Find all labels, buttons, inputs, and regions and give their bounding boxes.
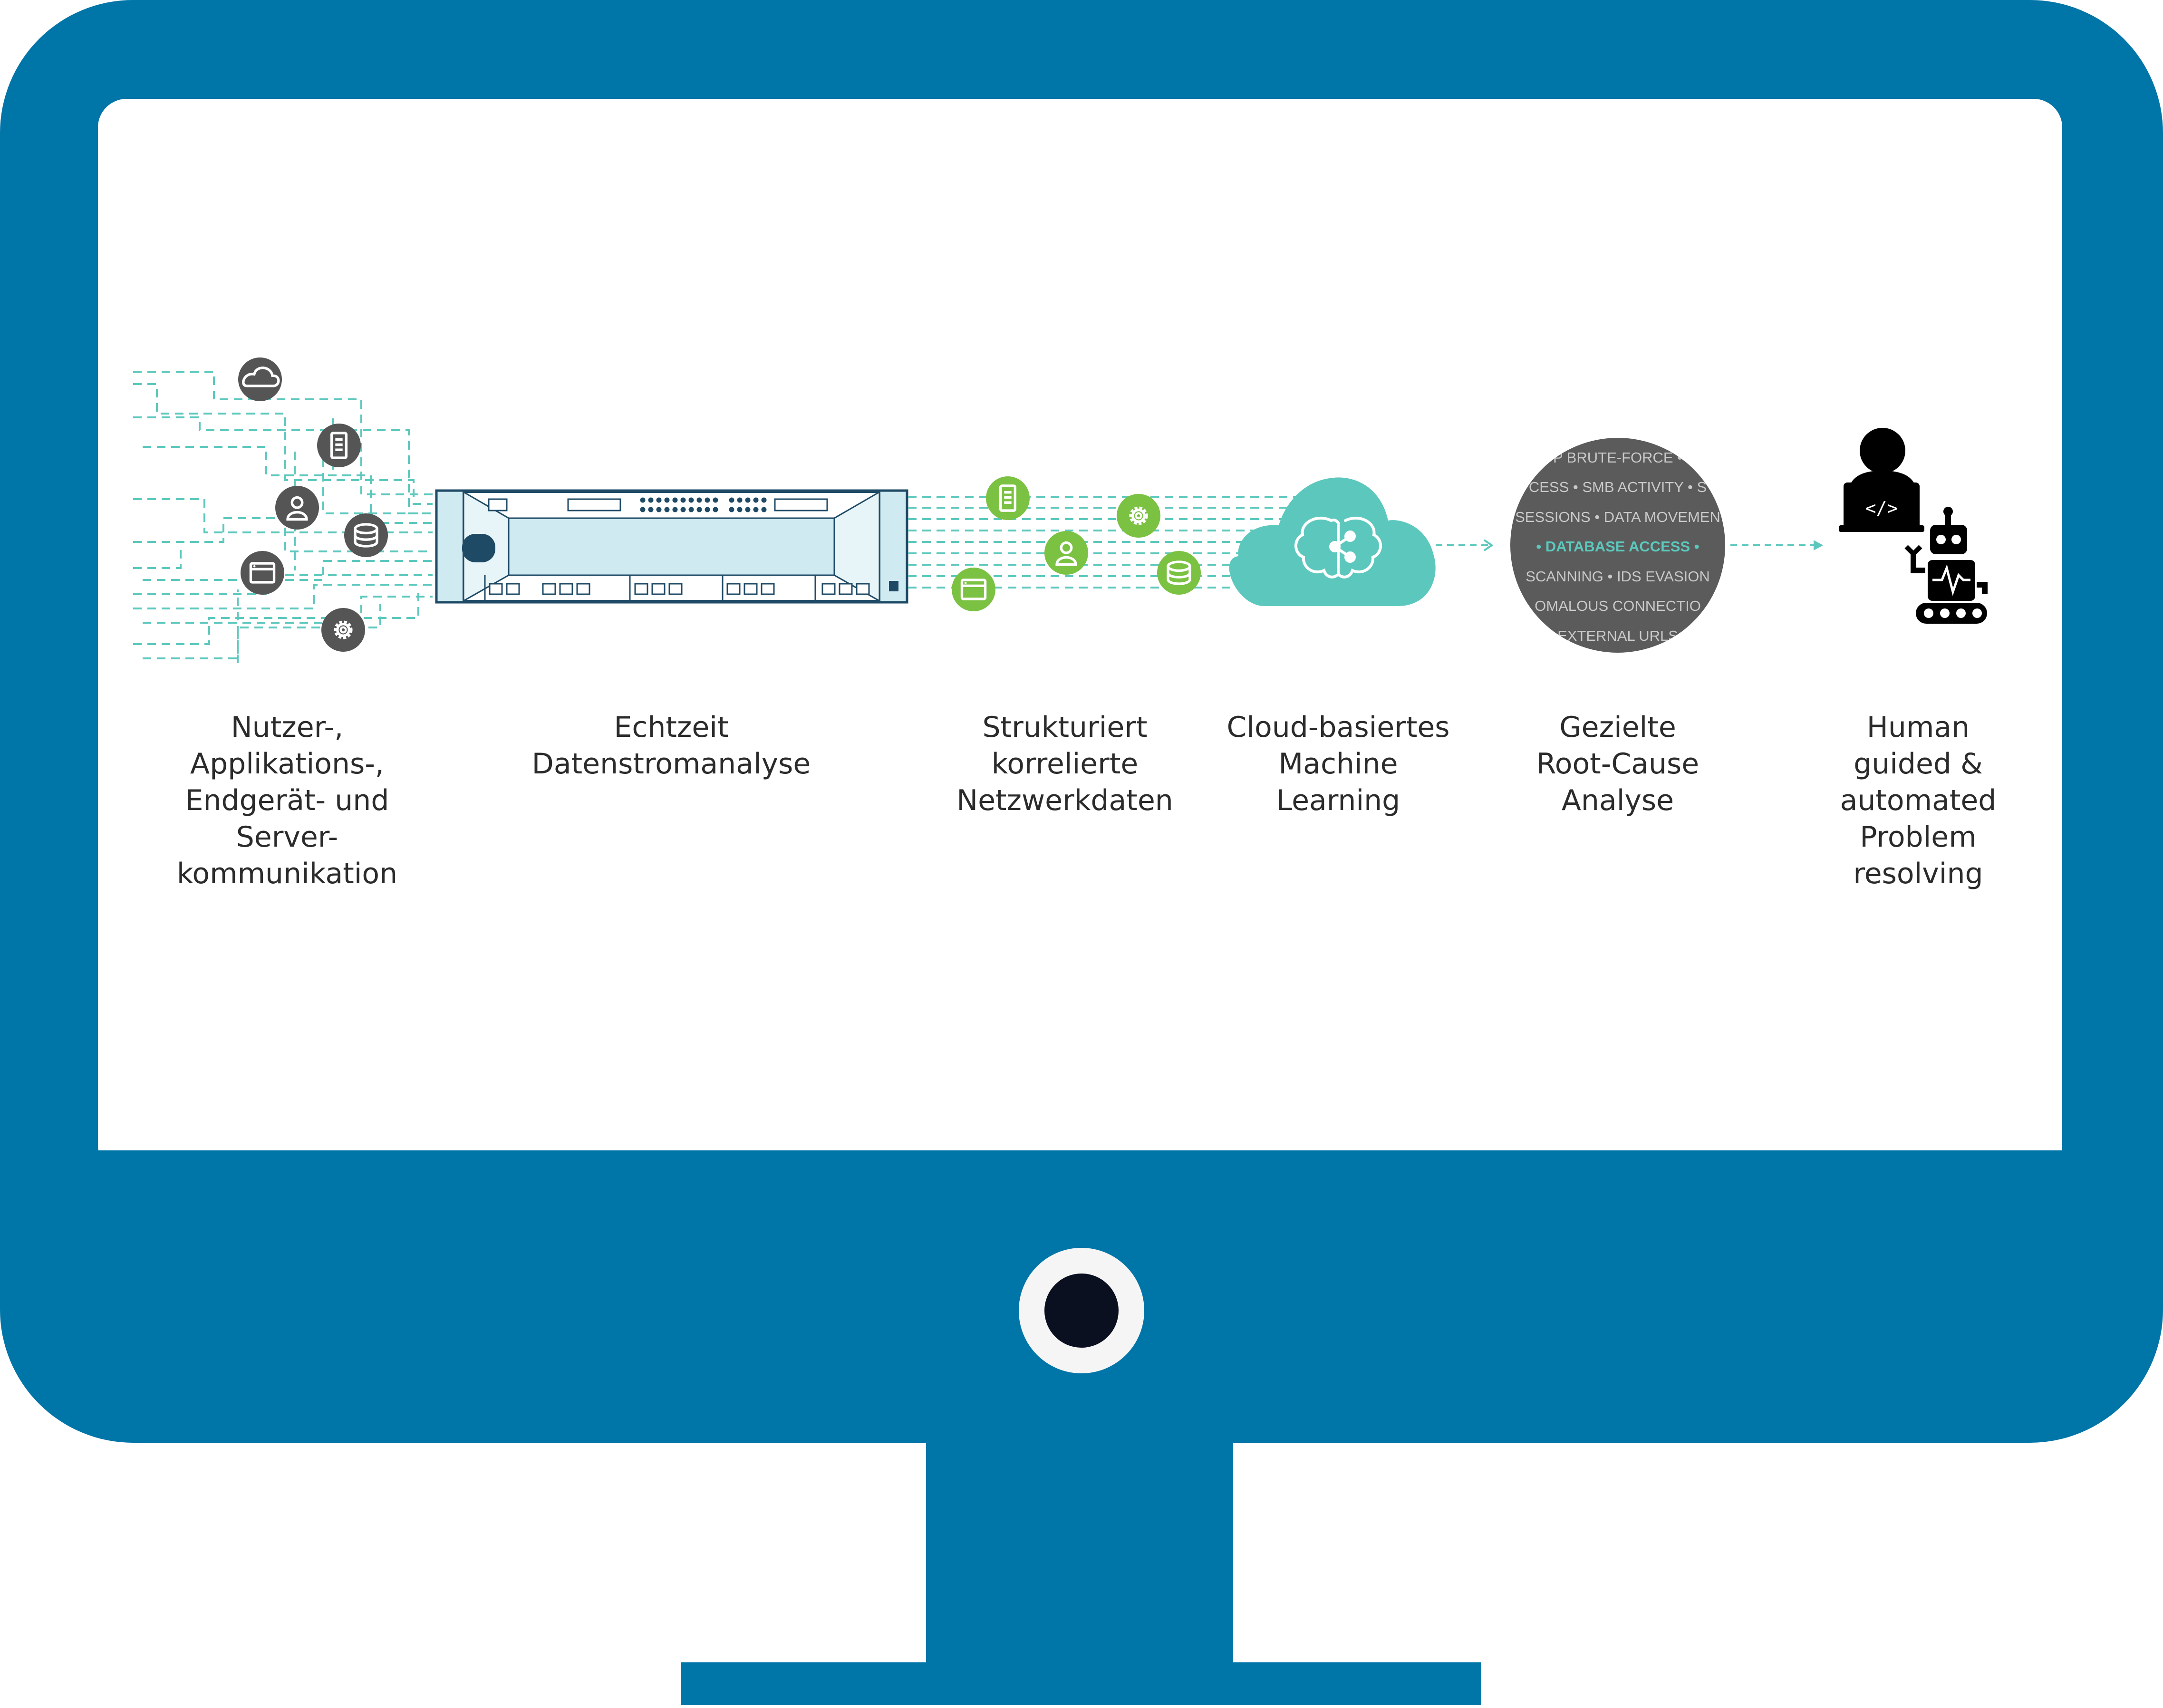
server-appliance — [435, 489, 908, 604]
developer-laptop-icon: </> — [1839, 428, 1924, 532]
flow-arrows — [1436, 539, 1823, 551]
threat-tag: CESS • SMB ACTIVITY • S — [1529, 479, 1707, 495]
source-line — [133, 517, 433, 552]
threat-tag: SCANNING • IDS EVASION — [1526, 568, 1710, 585]
source-line — [322, 430, 418, 514]
server-icon — [317, 424, 361, 467]
svg-text:</>: </> — [1865, 498, 1898, 519]
database-icon — [1157, 551, 1201, 595]
gear-icon — [1117, 494, 1160, 538]
brain-share-icon — [1294, 516, 1382, 579]
robot-icon — [1904, 507, 1988, 624]
source-icons — [238, 357, 388, 652]
threat-tag: SESSIONS • DATA MOVEMEN — [1515, 509, 1720, 525]
threat-tag-highlight: • DATABASE ACCESS • — [1536, 538, 1699, 555]
user-icon — [275, 486, 319, 530]
monitor-neck — [926, 1440, 1233, 1664]
user-icon — [1044, 531, 1088, 575]
source-line — [133, 371, 433, 495]
database-icon — [344, 513, 388, 557]
source-line — [143, 604, 381, 659]
monitor-chin — [98, 1150, 2062, 1174]
window-icon — [241, 551, 284, 595]
source-line — [133, 383, 433, 505]
source-line — [143, 560, 433, 581]
monitor-foot — [681, 1662, 1481, 1705]
correlated-icons — [952, 476, 1201, 611]
threat-tag: OMALOUS CONNECTIO — [1535, 598, 1701, 614]
source-line — [133, 592, 419, 645]
source-line — [133, 584, 433, 609]
camera-lens — [1044, 1274, 1119, 1348]
ml-cloud — [1229, 477, 1436, 606]
root-cause-circle: P BRUTE-FORCE • CESS • SMB ACTIVITY • S SE… — [1510, 438, 1725, 653]
window-icon — [952, 568, 995, 611]
monitor-screen — [98, 99, 2062, 1174]
source-line — [133, 498, 433, 533]
threat-tag: EXTERNAL URLS — [1557, 627, 1678, 644]
gear-icon — [321, 608, 365, 652]
threat-tag: P BRUTE-FORCE • — [1553, 449, 1682, 466]
server-icon — [986, 476, 1030, 520]
source-line — [133, 544, 182, 569]
cloud-icon — [238, 357, 282, 401]
source-line — [143, 596, 433, 624]
